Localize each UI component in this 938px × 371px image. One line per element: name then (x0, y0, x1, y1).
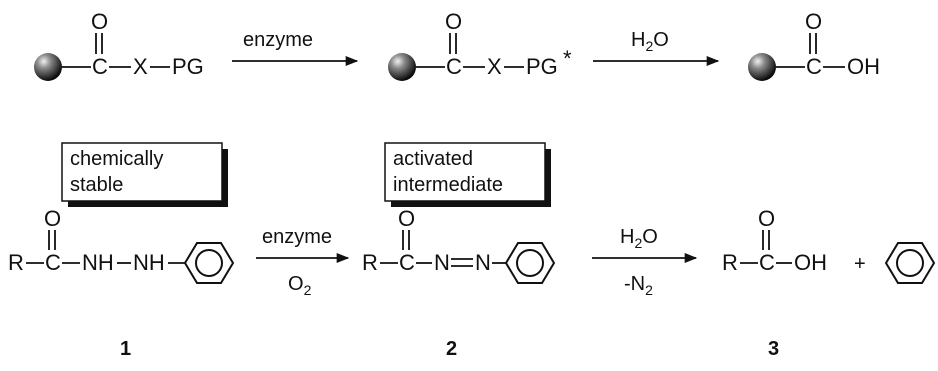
arrow3-label-enzyme: enzyme (262, 226, 332, 248)
carbonyl-c-1: C (92, 54, 108, 79)
compound2-r: R (362, 250, 378, 275)
compound3-o: O (758, 206, 775, 231)
compound-label-3: 3 (768, 338, 779, 360)
plus-sign: + (854, 253, 866, 275)
x-atom-2: X (487, 54, 502, 79)
compound2-n1: N (434, 250, 450, 275)
protecting-group-1: PG (172, 54, 204, 79)
arrow4-label-nitrogen: -N2 (624, 273, 653, 298)
compound1-nh2: NH (133, 250, 165, 275)
solid-support-sphere-1 (34, 53, 62, 81)
box-stable-line2: stable (70, 174, 123, 196)
carbonyl-o-2: O (445, 9, 462, 34)
compound2-o: O (398, 206, 415, 231)
compound-label-2: 2 (446, 338, 457, 360)
compound2-n2: N (475, 250, 491, 275)
carbonyl-o-1: O (91, 9, 108, 34)
compound1-o: O (44, 206, 61, 231)
carbonyl-c-2: C (446, 54, 462, 79)
compound-label-1: 1 (120, 338, 131, 360)
compound3-oh: OH (794, 250, 827, 275)
activated-star: * (563, 46, 572, 71)
protecting-group-2: PG (526, 54, 558, 79)
carbonyl-o-3: O (805, 9, 822, 34)
box-chemically-stable: chemically stable (61, 142, 228, 207)
hydroxyl-3: OH (847, 54, 880, 79)
box-activated-line2: intermediate (393, 174, 503, 196)
arrow4-label-water: H2O (620, 226, 658, 251)
solid-support-sphere-3 (748, 53, 776, 81)
carbonyl-c-3: C (806, 54, 822, 79)
compound1-c: C (45, 250, 61, 275)
compound1-nh1: NH (82, 250, 114, 275)
benzene-ring (884, 242, 936, 284)
box-stable-line1: chemically (70, 148, 163, 170)
x-atom-1: X (133, 54, 148, 79)
box-activated-line1: activated (393, 148, 473, 170)
compound3-c: C (759, 250, 775, 275)
phenyl-ring-2 (504, 242, 556, 284)
phenyl-ring-1 (183, 242, 235, 284)
compound3-r: R (722, 250, 738, 275)
compound1-r: R (8, 250, 24, 275)
solid-support-sphere-2 (388, 53, 416, 81)
arrow3-label-oxygen: O2 (288, 273, 312, 298)
arrow2-label-water: H2O (631, 29, 669, 54)
compound2-c: C (399, 250, 415, 275)
box-activated-intermediate: activated intermediate (384, 142, 551, 207)
arrow1-label-enzyme: enzyme (243, 29, 313, 51)
